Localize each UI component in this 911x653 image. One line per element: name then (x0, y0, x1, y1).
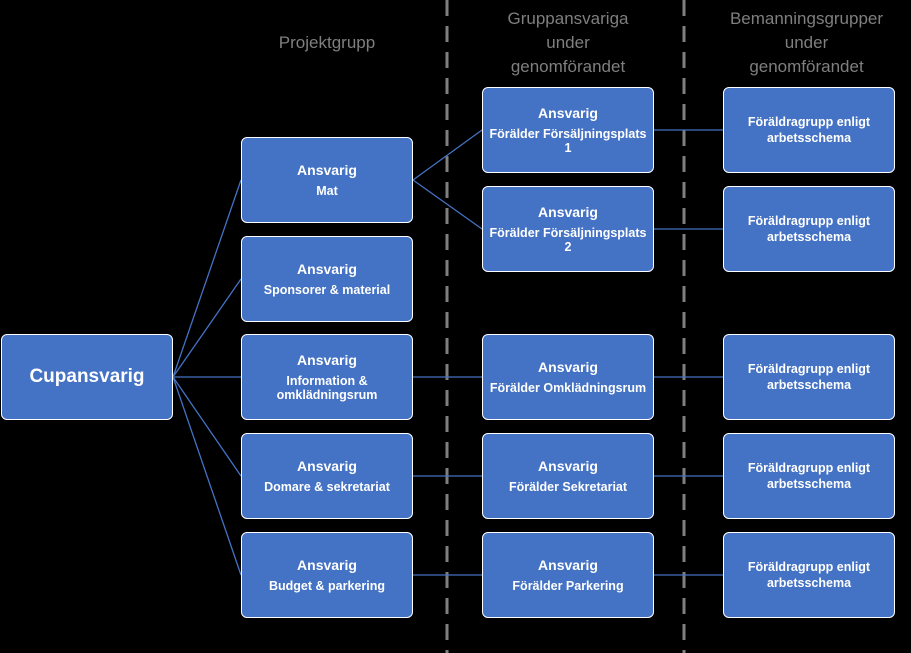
root-label: Cupansvarig (29, 366, 145, 387)
project-area: Budget & parkering (269, 579, 385, 593)
staff-box-5: Föräldragrupp enligt arbetsschema (723, 532, 895, 618)
leader-title: Ansvarig (538, 204, 598, 220)
staff-box-2: Föräldragrupp enligt arbetsschema (723, 186, 895, 272)
header-projektgrupp: Projektgrupp (278, 33, 376, 52)
connector-root-budget (172, 376, 242, 576)
project-title: Ansvarig (297, 458, 357, 474)
project-title: Ansvarig (297, 352, 357, 368)
project-area: Domare & sekretariat (264, 480, 390, 494)
connector-mat-plats2 (412, 179, 483, 230)
staff-box-1: Föräldragrupp enligt arbetsschema (723, 87, 895, 173)
project-title: Ansvarig (297, 261, 357, 277)
connector-root-domare (172, 376, 242, 477)
leader-box-sekretariat: Ansvarig Förälder Sekretariat (482, 433, 654, 519)
connector-root-mat (172, 179, 242, 378)
project-title: Ansvarig (297, 557, 357, 573)
connector-root-sponsorer (172, 278, 242, 378)
leader-box-plats2: Ansvarig Förälder Försäljningsplats 2 (482, 186, 654, 272)
header-bemanningsgrupper: Bemanningsgrupper under genomförandet (729, 9, 884, 76)
root-cupansvarig: Cupansvarig (1, 334, 173, 420)
staff-label: Föräldragrupp enligt arbetsschema (747, 461, 871, 491)
leader-area: Förälder Försäljningsplats 1 (489, 127, 647, 155)
project-box-domare: Ansvarig Domare & sekretariat (241, 433, 413, 519)
project-box-information: Ansvarig Information & omklädningsrum (241, 334, 413, 420)
leader-title: Ansvarig (538, 105, 598, 121)
leader-title: Ansvarig (538, 557, 598, 573)
staff-label: Föräldragrupp enligt arbetsschema (747, 115, 871, 145)
staff-box-3: Föräldragrupp enligt arbetsschema (723, 334, 895, 420)
project-box-mat: Ansvarig Mat (241, 137, 413, 223)
staff-box-4: Föräldragrupp enligt arbetsschema (723, 433, 895, 519)
leader-box-parkering: Ansvarig Förälder Parkering (482, 532, 654, 618)
project-box-budget: Ansvarig Budget & parkering (241, 532, 413, 618)
staff-label: Föräldragrupp enligt arbetsschema (747, 362, 871, 392)
leader-box-plats1: Ansvarig Förälder Försäljningsplats 1 (482, 87, 654, 173)
project-area: Information & omklädningsrum (276, 374, 378, 402)
leader-area: Förälder Sekretariat (508, 480, 628, 494)
staff-label: Föräldragrupp enligt arbetsschema (747, 560, 871, 590)
project-box-sponsorer: Ansvarig Sponsorer & material (241, 236, 413, 322)
leader-area: Förälder Försäljningsplats 2 (489, 226, 647, 254)
project-area: Sponsorer & material (263, 283, 391, 297)
staff-label: Föräldragrupp enligt arbetsschema (747, 214, 871, 244)
header-gruppansvariga: Gruppansvariga under genomförandet (507, 9, 629, 76)
leader-title: Ansvarig (538, 458, 598, 474)
connector-mat-plats1 (412, 129, 483, 181)
project-area: Mat (316, 184, 338, 198)
leader-box-omkladning: Ansvarig Förälder Omklädningsrum (482, 334, 654, 420)
leader-title: Ansvarig (538, 359, 598, 375)
leader-area: Förälder Parkering (512, 579, 624, 593)
project-title: Ansvarig (297, 162, 357, 178)
leader-area: Förälder Omklädningsrum (489, 381, 647, 395)
